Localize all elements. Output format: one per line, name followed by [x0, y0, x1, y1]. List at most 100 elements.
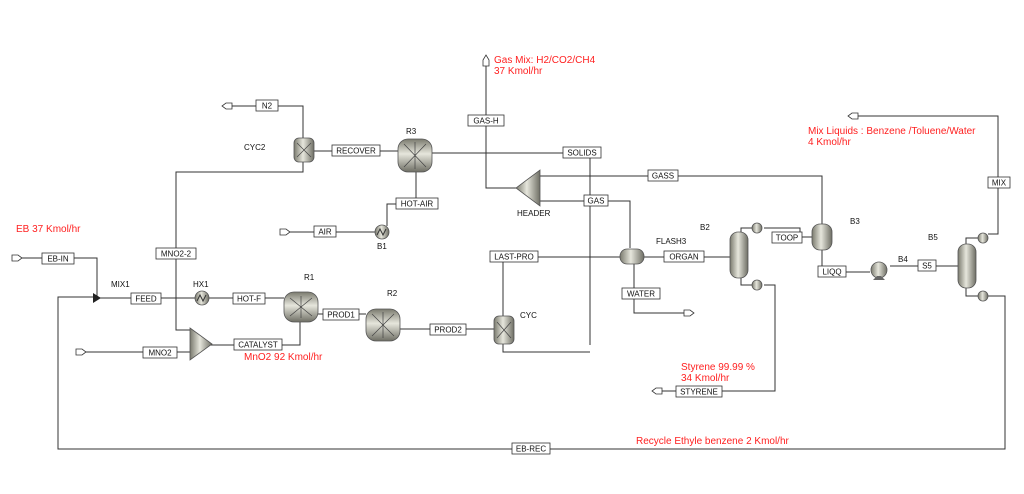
- stream-solids[interactable]: SOLIDS: [562, 146, 602, 159]
- stream-gass-text: GASS: [652, 172, 674, 181]
- block-label-cyc2: CYC2: [244, 143, 266, 152]
- stream-gas-text: GAS: [588, 197, 605, 206]
- stream-hot-air[interactable]: HOT-AIR: [395, 197, 439, 210]
- splitter-icon: [189, 327, 213, 361]
- line-water: [633, 264, 688, 314]
- block-label-cyc: CYC: [520, 311, 537, 320]
- block-label-b4: B4: [898, 255, 908, 264]
- stream-eb-rec-text: EB-REC: [516, 445, 546, 454]
- stream-mno2-2[interactable]: MNO2-2: [155, 247, 197, 260]
- stream-mix[interactable]: MIX: [987, 176, 1011, 189]
- line-b2-bottom: [740, 278, 752, 286]
- stream-mno2-text: MNO2: [148, 349, 172, 358]
- note-gas-mix-line2: 37 Kmol/hr: [494, 66, 543, 77]
- stream-n2-text: N2: [262, 102, 273, 111]
- splitter-header[interactable]: [515, 169, 541, 207]
- stream-liqq[interactable]: LIQQ: [817, 265, 847, 278]
- distillation-column-b5[interactable]: [957, 232, 989, 302]
- reboiler-icon: [977, 290, 989, 302]
- stream-s5[interactable]: S5: [917, 259, 937, 272]
- air-arrow-icon: [279, 228, 291, 236]
- stream-gass[interactable]: GASS: [647, 169, 679, 182]
- stream-prod1-text: PROD1: [327, 311, 355, 320]
- stream-prod2-text: PROD2: [434, 326, 462, 335]
- mixer-icon: [93, 293, 101, 303]
- note-mix-liquids-line1: Mix Liquids : Benzene /Toluene/Water: [808, 126, 976, 137]
- stream-hot-air-text: HOT-AIR: [401, 200, 434, 209]
- cyclone-cyc[interactable]: [493, 315, 515, 345]
- block-label-b5: B5: [928, 233, 938, 242]
- line-mno2-2: [175, 162, 304, 331]
- stream-gas[interactable]: GAS: [583, 194, 609, 207]
- distillation-column-b2[interactable]: [729, 222, 763, 291]
- stream-hot-f-text: HOT-F: [237, 295, 261, 304]
- block-label-header: HEADER: [517, 209, 551, 218]
- heater-b1[interactable]: [374, 224, 390, 240]
- stream-toop[interactable]: TOOP: [771, 231, 803, 244]
- annotations: Gas Mix: H2/CO2/CH4 37 Kmol/hr Mix Liqui…: [16, 55, 976, 447]
- heater-hx1[interactable]: [194, 290, 210, 306]
- column-icon: [957, 243, 977, 289]
- block-names: MIX1 HX1 R1 R2 R3 CYC2 CYC B1 HEADER FLA…: [111, 127, 938, 320]
- stream-water-text: WATER: [627, 290, 655, 299]
- block-label-b3: B3: [850, 217, 860, 226]
- stream-solids-text: SOLIDS: [567, 149, 596, 158]
- cyclone-cyc2[interactable]: [293, 137, 315, 163]
- stream-hot-f[interactable]: HOT-F: [232, 292, 266, 305]
- stream-air[interactable]: AIR: [313, 225, 337, 238]
- block-label-b2: B2: [700, 223, 710, 232]
- stream-feed[interactable]: FEED: [130, 292, 162, 305]
- line-last-pro: [502, 256, 620, 316]
- reactor-r3[interactable]: [397, 138, 433, 173]
- stream-mno2[interactable]: MNO2: [142, 346, 178, 359]
- splitter-catalyst[interactable]: [189, 327, 213, 361]
- block-label-r2: R2: [387, 289, 398, 298]
- condenser-icon: [977, 232, 989, 244]
- note-mix-liquids-line2: 4 Kmol/hr: [808, 137, 851, 148]
- stream-s5-text: S5: [922, 262, 932, 271]
- stream-water[interactable]: WATER: [621, 287, 661, 300]
- flash-drum-flash3[interactable]: [619, 248, 645, 265]
- note-recycle: Recycle Ethyle benzene 2 Kmol/hr: [636, 436, 790, 447]
- stream-recover[interactable]: RECOVER: [331, 144, 381, 157]
- line-gas-h: [485, 58, 516, 189]
- vertical-drum-icon: [811, 223, 833, 251]
- stream-recover-text: RECOVER: [336, 147, 376, 156]
- pump-icon: [870, 261, 888, 279]
- note-gas-mix-line1: Gas Mix: H2/CO2/CH4: [494, 55, 596, 66]
- line-gas: [540, 200, 631, 248]
- stream-feed-text: FEED: [135, 295, 157, 304]
- stream-catalyst[interactable]: CATALYST: [233, 338, 283, 351]
- reactor-r1[interactable]: [283, 291, 319, 323]
- stream-prod1[interactable]: PROD1: [322, 308, 360, 321]
- vessel-b3[interactable]: [811, 223, 833, 251]
- note-eb-feed: EB 37 Kmol/hr: [16, 224, 81, 235]
- line-mix: [858, 115, 999, 235]
- stream-gas-h[interactable]: GAS-H: [467, 114, 505, 127]
- condenser-icon: [751, 222, 763, 234]
- n2-arrow-icon: [221, 102, 233, 110]
- stream-last-pro[interactable]: LAST-PRO: [489, 250, 539, 263]
- pump-b4[interactable]: [870, 261, 888, 280]
- stream-mix-text: MIX: [992, 179, 1007, 188]
- stream-n2[interactable]: N2: [255, 99, 279, 112]
- stream-eb-rec[interactable]: EB-REC: [511, 442, 551, 455]
- stream-prod2[interactable]: PROD2: [429, 323, 467, 336]
- stream-styrene[interactable]: STYRENE: [675, 385, 723, 398]
- stream-liqq-text: LIQQ: [822, 268, 841, 277]
- water-arrow-icon: [683, 309, 695, 317]
- mixer-mix1[interactable]: [93, 293, 101, 303]
- stream-gas-h-text: GAS-H: [473, 117, 499, 126]
- reactor-r2[interactable]: [365, 308, 401, 342]
- stream-organ[interactable]: ORGAN: [663, 250, 705, 263]
- stream-styrene-text: STYRENE: [680, 388, 718, 397]
- block-label-r1: R1: [304, 273, 315, 282]
- line-b5-top: [965, 237, 978, 244]
- stream-air-text: AIR: [318, 228, 332, 237]
- styrene-arrow-icon: [651, 387, 663, 395]
- stream-catalyst-text: CATALYST: [238, 341, 278, 350]
- stream-eb-in[interactable]: EB-IN: [41, 252, 75, 265]
- mix-arrow-icon: [847, 112, 859, 120]
- flash-drum-icon: [619, 248, 645, 265]
- stream-toop-text: TOOP: [776, 234, 799, 243]
